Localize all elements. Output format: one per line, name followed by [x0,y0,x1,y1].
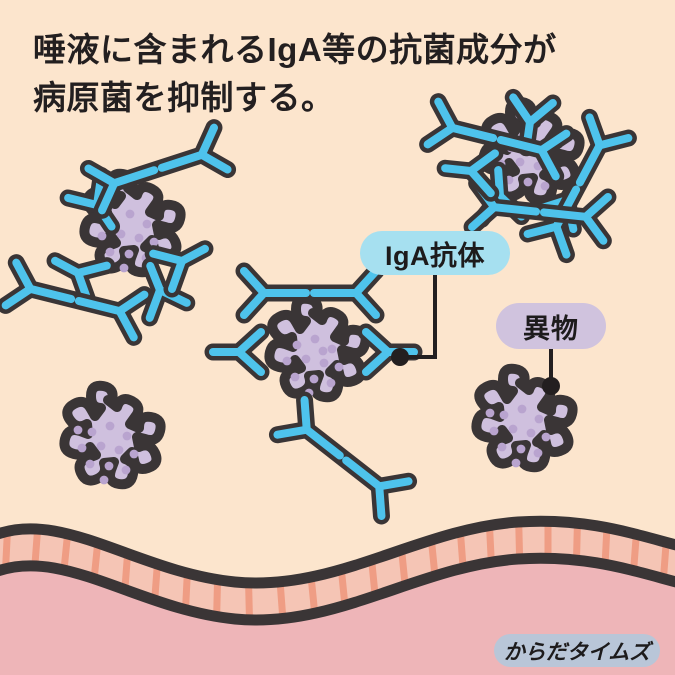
headline: 唾液に含まれるIgA等の抗菌成分が 病原菌を抑制する。 [33,26,633,122]
label-foreign-body: 異物 [496,303,606,349]
leader-antibody [406,272,437,359]
leader-antibody-dot [391,348,409,366]
watermark-badge: からだタイムズ [494,634,660,667]
pathogen-bottom-left [59,380,166,490]
pathogen-body [59,380,166,490]
label-iga-antibody: IgA抗体 [360,231,510,275]
headline-line-1: 唾液に含まれるIgA等の抗菌成分が [33,31,557,68]
leader-foreign-body-dot [542,377,560,395]
mucosa-outline-bottom [0,552,675,626]
headline-line-2: 病原菌を抑制する。 [33,78,335,116]
pathogen-dots [485,404,551,468]
pathogen-dots [73,421,139,485]
mucosa-outline-top [0,515,675,589]
